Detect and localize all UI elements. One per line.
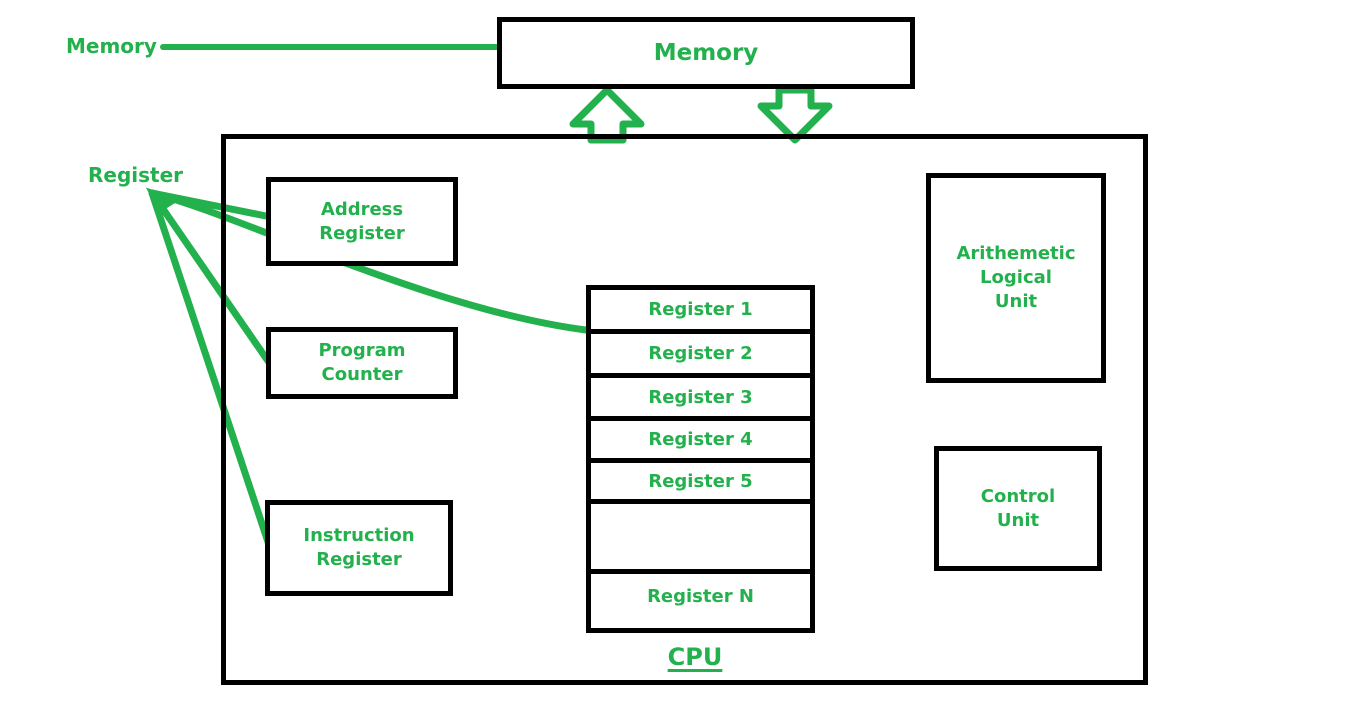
register-row-empty[interactable] bbox=[591, 504, 810, 574]
control-unit-block[interactable]: Control Unit bbox=[934, 446, 1102, 571]
control-unit-label-line1: Control bbox=[980, 485, 1056, 507]
register-row[interactable]: Register 5 bbox=[591, 463, 810, 504]
memory-block-label: Memory bbox=[653, 39, 759, 66]
instruction-register-label-line1: Instruction bbox=[303, 525, 415, 547]
arithmetic-logical-unit-block[interactable]: Arithemetic Logical Unit bbox=[926, 173, 1106, 383]
memory-block[interactable]: Memory bbox=[497, 17, 915, 89]
program-counter-block[interactable]: Program Counter bbox=[266, 327, 458, 399]
register-row[interactable]: Register 1 bbox=[591, 290, 810, 334]
memory-read-arrow-icon bbox=[569, 86, 645, 144]
instruction-register-block[interactable]: Instruction Register bbox=[265, 500, 453, 596]
register-row[interactable]: Register 2 bbox=[591, 334, 810, 378]
address-register-label-line2: Register bbox=[319, 222, 405, 244]
register-row[interactable]: Register 3 bbox=[591, 378, 810, 421]
alu-label-line1: Arithemetic bbox=[956, 243, 1076, 265]
memory-callout-label: Memory bbox=[66, 34, 157, 58]
register-row-label: Register 5 bbox=[648, 470, 753, 492]
address-register-block[interactable]: Address Register bbox=[266, 177, 458, 266]
register-row-label: Register 2 bbox=[648, 343, 753, 364]
address-register-label-line1: Address bbox=[320, 198, 404, 220]
register-row-label: Register 4 bbox=[648, 429, 753, 450]
register-row-label: Register 3 bbox=[648, 386, 753, 408]
register-stack[interactable]: Register 1 Register 2 Register 3 Registe… bbox=[586, 285, 815, 633]
program-counter-label-line2: Counter bbox=[321, 364, 403, 385]
memory-write-arrow-icon bbox=[757, 86, 833, 144]
program-counter-label-line1: Program bbox=[318, 340, 406, 362]
register-row-label: Register 1 bbox=[648, 299, 753, 320]
register-callout-label: Register bbox=[88, 163, 184, 187]
control-unit-label-line2: Unit bbox=[996, 509, 1040, 531]
register-row[interactable]: Register N bbox=[591, 574, 810, 618]
cpu-caption: CPU bbox=[667, 643, 723, 671]
alu-label-line3: Unit bbox=[994, 290, 1038, 312]
register-row[interactable]: Register 4 bbox=[591, 421, 810, 463]
alu-label-line2: Logical bbox=[980, 267, 1052, 289]
cpu-boundary bbox=[221, 134, 1148, 685]
register-row-label: Register N bbox=[647, 585, 754, 607]
register-leader-arrowhead bbox=[145, 187, 181, 213]
instruction-register-label-line2: Register bbox=[316, 549, 402, 570]
